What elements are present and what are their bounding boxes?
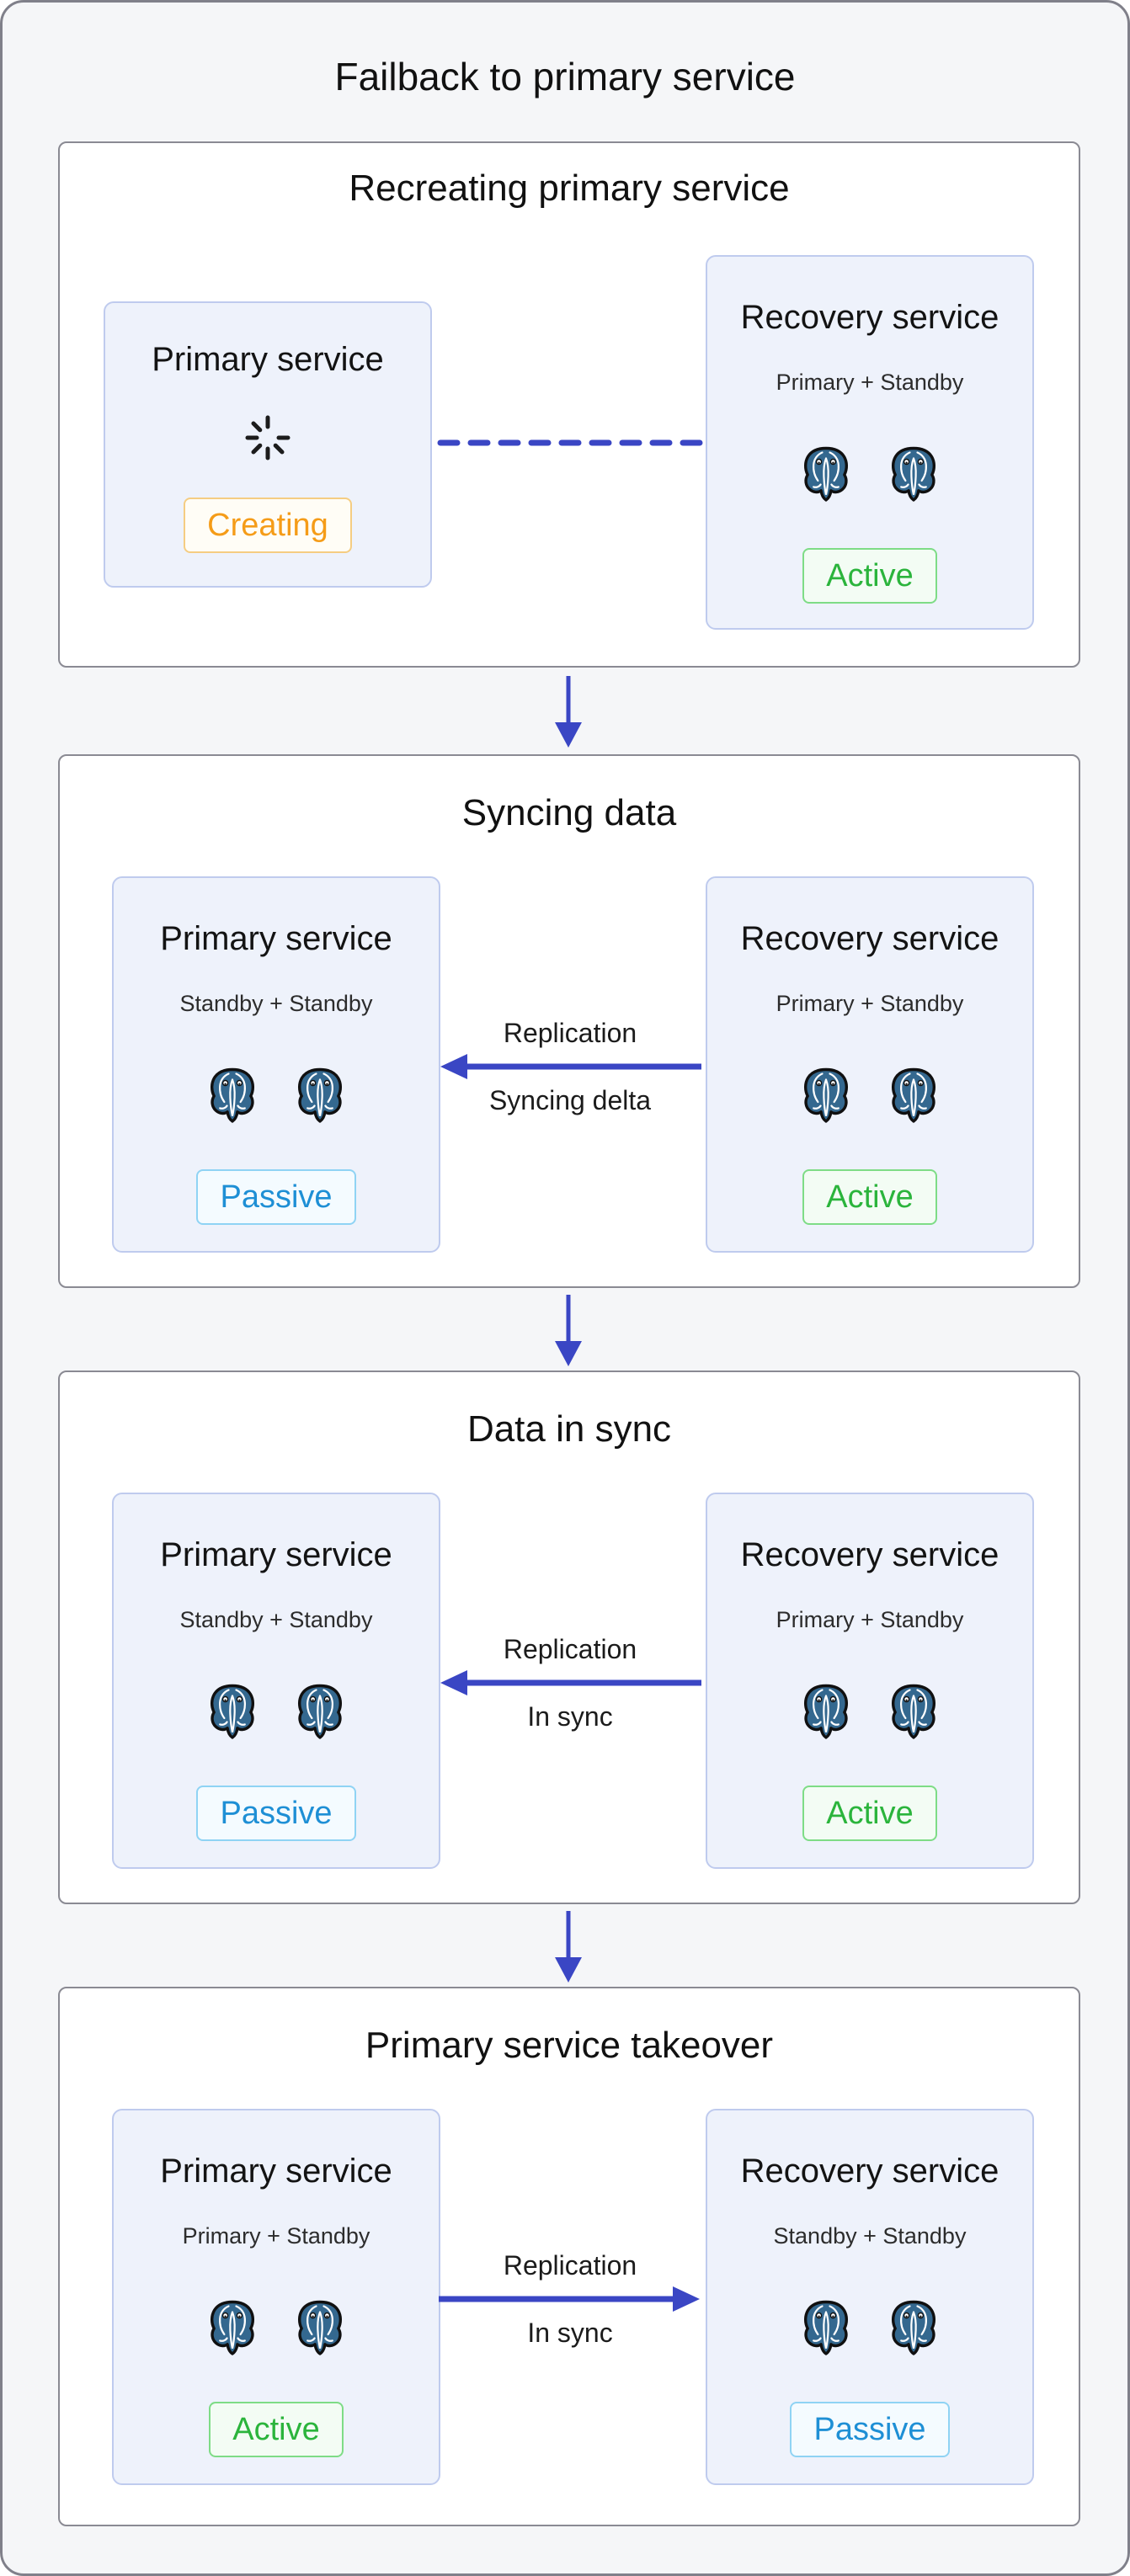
postgresql-elephant-icon <box>205 1683 260 1740</box>
status-badge-active: Active <box>802 1786 937 1841</box>
postgresql-elephant-icon <box>798 1067 854 1124</box>
primary-service-card: Primary service Primary + Standby Active <box>112 2109 440 2485</box>
card-subtitle: Primary + Standby <box>776 991 964 1016</box>
primary-service-card: Primary service Standby + Standby Passiv… <box>112 1493 440 1869</box>
node-icons-row <box>114 1683 439 1740</box>
section-header: Syncing data <box>461 792 677 833</box>
down-arrow-icon <box>555 1295 582 1366</box>
section-header: Primary service takeover <box>365 2025 774 2066</box>
status-badge-active: Active <box>209 2402 344 2457</box>
card-subtitle: Primary + Standby <box>182 2223 370 2249</box>
status-badge-passive: Passive <box>790 2402 950 2457</box>
card-title: Primary service <box>160 920 392 957</box>
status-badge-active: Active <box>802 548 937 604</box>
recovery-service-card: Recovery service Primary + Standby Activ… <box>706 255 1034 630</box>
postgresql-elephant-icon <box>798 2299 854 2356</box>
section-data-in-sync: Data in sync Primary service Standby + S… <box>58 1370 1080 1904</box>
postgresql-elephant-icon <box>798 1683 854 1740</box>
node-icons-row <box>707 1067 1032 1124</box>
page-title: Failback to primary service <box>334 55 796 98</box>
status-badge-creating: Creating <box>184 498 352 553</box>
status-badge-row: Passive <box>707 2402 1032 2457</box>
section-recreating-primary-service: Recreating primary service Primary servi… <box>58 141 1080 668</box>
section-header: Data in sync <box>466 1408 672 1450</box>
status-badge-passive: Passive <box>196 1169 356 1225</box>
postgresql-elephant-icon <box>886 1683 941 1740</box>
postgresql-elephant-icon <box>292 1067 348 1124</box>
postgresql-elephant-icon <box>205 1067 260 1124</box>
sync-state-label: Syncing delta <box>488 1085 652 1115</box>
primary-service-card: Primary service Standby + Standby Passiv… <box>112 876 440 1253</box>
replication-label: Replication <box>503 1634 637 1664</box>
node-icons-row <box>707 445 1032 503</box>
sync-state-label: In sync <box>527 1701 613 1732</box>
card-title: Recovery service <box>740 1536 999 1573</box>
card-title: Primary service <box>160 1536 392 1573</box>
dashed-connector-line <box>437 437 706 453</box>
recovery-service-card: Recovery service Primary + Standby Activ… <box>706 1493 1034 1869</box>
replication-label: Replication <box>503 1018 637 1048</box>
card-title: Primary service <box>160 2153 392 2190</box>
postgresql-elephant-icon <box>205 2299 260 2356</box>
status-badge-row: Passive <box>114 1169 439 1225</box>
postgresql-elephant-icon <box>292 2299 348 2356</box>
sync-state-label: In sync <box>527 2318 613 2348</box>
left-arrow-icon <box>440 1054 701 1079</box>
card-subtitle: Primary + Standby <box>776 370 964 395</box>
card-subtitle: Standby + Standby <box>179 991 373 1016</box>
status-badge-row: Active <box>707 548 1032 604</box>
primary-service-card: Primary service Creating <box>104 301 432 588</box>
status-badge-row: Active <box>707 1169 1032 1225</box>
right-arrow-icon <box>439 2286 700 2312</box>
status-badge-active: Active <box>802 1169 937 1225</box>
node-icons-row <box>707 1683 1032 1740</box>
card-title: Recovery service <box>740 299 999 336</box>
recovery-service-card: Recovery service Primary + Standby Activ… <box>706 876 1034 1253</box>
section-header: Recreating primary service <box>349 168 790 209</box>
card-title: Primary service <box>152 341 384 378</box>
postgresql-elephant-icon <box>292 1683 348 1740</box>
section-primary-service-takeover: Primary service takeover Primary service… <box>58 1987 1080 2526</box>
postgresql-elephant-icon <box>886 1067 941 1124</box>
down-arrow-icon <box>555 676 582 748</box>
section-syncing-data: Syncing data Primary service Standby + S… <box>58 754 1080 1288</box>
postgresql-elephant-icon <box>886 2299 941 2356</box>
card-subtitle: Standby + Standby <box>773 2223 967 2249</box>
card-title: Recovery service <box>740 2153 999 2190</box>
postgresql-elephant-icon <box>798 445 854 503</box>
node-icons-row <box>114 2299 439 2356</box>
status-badge-row: Passive <box>114 1786 439 1841</box>
node-icons-row <box>707 2299 1032 2356</box>
recovery-service-card: Recovery service Standby + Standby Passi… <box>706 2109 1034 2485</box>
node-icons-row <box>114 1067 439 1124</box>
status-badge-row: Active <box>114 2402 439 2457</box>
status-badge-passive: Passive <box>196 1786 356 1841</box>
left-arrow-icon <box>440 1670 701 1695</box>
card-subtitle: Primary + Standby <box>776 1607 964 1632</box>
postgresql-elephant-icon <box>886 445 941 503</box>
loading-spinner-icon <box>105 413 430 462</box>
card-subtitle: Standby + Standby <box>179 1607 373 1632</box>
status-badge-row: Creating <box>105 498 430 553</box>
card-title: Recovery service <box>740 920 999 957</box>
down-arrow-icon <box>555 1911 582 1983</box>
status-badge-row: Active <box>707 1786 1032 1841</box>
replication-label: Replication <box>503 2250 637 2281</box>
